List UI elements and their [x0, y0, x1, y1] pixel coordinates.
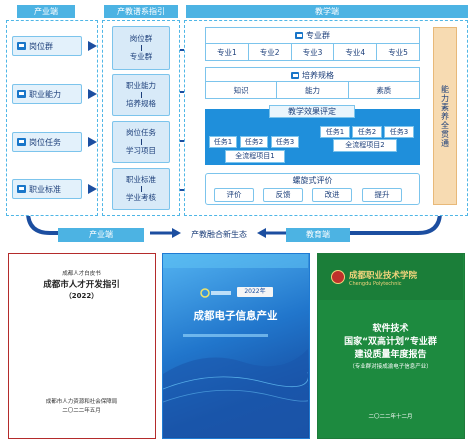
bottom-education-tag: 教育端 [286, 228, 350, 242]
training-spec-cell: 能力 [276, 82, 347, 98]
project-box: 全流程项目2 [333, 139, 397, 152]
standards-box-4: 职业标准 学业考核 [112, 168, 170, 210]
major-cell: 专业1 [217, 48, 237, 57]
major-cell: 专业4 [333, 44, 376, 60]
standards-box-top: 职业标准 [126, 175, 156, 184]
training-spec-row: 知识 能力 素质 [206, 81, 419, 98]
training-spec-cell: 知识 [233, 86, 249, 95]
standards-box-2: 职业能力 培养规格 [112, 74, 170, 116]
school-logo-icon [331, 270, 345, 284]
task-box: 任务2 [240, 136, 268, 148]
red-book-series: 成都人才白皮书 [62, 271, 101, 277]
green-book-subtitle: （专业群对接成渝电子信息产业） [349, 364, 432, 370]
evaluation-title: 教学效果评定 [269, 105, 355, 118]
green-book-school-en: Chengdu Polytechnic [349, 281, 402, 287]
blue-book-cover: 2022年 成都电子信息产业 [162, 253, 310, 439]
blue-book-title: 成都电子信息产业 [193, 310, 278, 322]
training-spec-section: 培养规格 知识 能力 素质 [205, 67, 420, 99]
standards-separator [140, 45, 142, 51]
professional-group-title-row: 专业群 [206, 29, 419, 42]
standards-separator [140, 139, 142, 145]
bottom-ecosystem-label: 产教融合新生态 [191, 230, 247, 239]
major-cell: 专业5 [376, 44, 419, 60]
standards-title: 产教谱系指引 [104, 5, 178, 18]
training-spec-icon [291, 71, 299, 79]
industry-box-label: 职业能力 [29, 89, 61, 99]
job-task-icon [17, 138, 26, 146]
industry-box-vocational-standard: 职业标准 [12, 179, 82, 199]
evaluation-section: 教学效果评定 任务1 任务2 任务3 全流程项目1 任务1 任务2 任务3 全流… [205, 105, 420, 165]
green-book-cover: 成都职业技术学院 Chengdu Polytechnic 软件技术 国家“双高计… [317, 253, 465, 439]
red-book-year: （2022） [64, 292, 99, 300]
green-book-title-1: 软件技术 [372, 324, 409, 334]
major-row: 专业1 专业2 专业3 专业4 专业5 [206, 43, 419, 60]
spiral-section: 螺旋式评价 评价 反馈 改进 提升 [205, 173, 420, 205]
arrow-right-icon [88, 89, 97, 99]
professional-group-title: 专业群 [306, 31, 330, 40]
task-box: 任务1 [209, 136, 237, 148]
training-spec-title-row: 培养规格 [206, 69, 419, 81]
training-spec-cell: 素质 [347, 82, 419, 98]
industry-box-job-task: 岗位任务 [12, 132, 82, 152]
industry-box-vocational-ability: 职业能力 [12, 84, 82, 104]
vocational-standard-icon [17, 185, 26, 193]
standards-box-bottom: 培养规格 [126, 99, 156, 108]
red-book-title: 成都市人才开发指引 [43, 280, 120, 290]
standards-separator [140, 186, 142, 192]
professional-group-section: 专业群 专业1 专业2 专业3 专业4 专业5 [205, 27, 420, 61]
task-box: 任务2 [352, 126, 382, 138]
blue-cover-art [163, 254, 308, 437]
green-book-date: 二〇二二年十二月 [368, 414, 413, 420]
industry-box-label: 岗位任务 [29, 137, 61, 147]
bottom-industry-tag: 产业端 [58, 228, 144, 242]
vocational-ability-icon [17, 90, 26, 98]
professional-group-icon [295, 32, 303, 39]
standards-box-bottom: 专业群 [129, 52, 153, 61]
industry-box-label: 岗位群 [29, 41, 53, 51]
industry-box-job-cluster: 岗位群 [12, 36, 82, 56]
green-book-school: 成都职业技术学院 [349, 271, 418, 281]
spiral-title: 螺旋式评价 [292, 175, 333, 185]
red-book-cover: 成都人才白皮书 成都市人才开发指引 （2022） 成都市人力资源和社会保障局 二… [8, 253, 156, 439]
task-box: 任务1 [320, 126, 350, 138]
blue-book-year: 2022年 [237, 287, 273, 297]
standards-box-top: 岗位任务 [126, 128, 156, 137]
standards-box-3: 岗位任务 学习项目 [112, 121, 170, 163]
arrow-right-icon [88, 137, 97, 147]
major-cell: 专业3 [290, 44, 334, 60]
red-book-publisher: 成都市人力资源和社会保障局 [45, 399, 118, 405]
green-book-title-3: 建设质量年度报告 [354, 350, 427, 360]
task-box: 任务3 [271, 136, 299, 148]
training-spec-title: 培养规格 [302, 70, 334, 80]
spiral-step: 改进 [312, 188, 352, 202]
side-column-label: 能力素养全贯通 [433, 27, 457, 205]
standards-box-top: 职业能力 [126, 81, 156, 90]
spiral-step: 提升 [362, 188, 402, 202]
project-box: 全流程项目1 [225, 150, 285, 163]
spiral-step: 反馈 [263, 188, 303, 202]
teaching-title: 教学端 [186, 5, 468, 18]
red-book-date: 二〇二二年五月 [62, 408, 101, 414]
task-box: 任务3 [384, 126, 414, 138]
standards-box-top: 岗位群 [129, 34, 153, 43]
major-cell: 专业2 [247, 44, 291, 60]
standards-separator [140, 92, 142, 98]
diagram: 产业端 岗位群 职业能力 岗位任务 职业标准 产教谱系指引 岗位群 专业群 职业… [6, 5, 468, 242]
standards-box-bottom: 学业考核 [126, 193, 156, 202]
standards-box-1: 岗位群 专业群 [112, 26, 170, 70]
spiral-step: 评价 [214, 188, 254, 202]
arrow-right-icon [88, 41, 97, 51]
green-book-title-2: 国家“双高计划”专业群 [344, 337, 437, 347]
standards-box-bottom: 学习项目 [126, 146, 156, 155]
arrow-right-icon [88, 184, 97, 194]
industry-side-title: 产业端 [17, 5, 75, 18]
industry-box-label: 职业标准 [29, 184, 61, 194]
job-cluster-icon [17, 42, 26, 50]
